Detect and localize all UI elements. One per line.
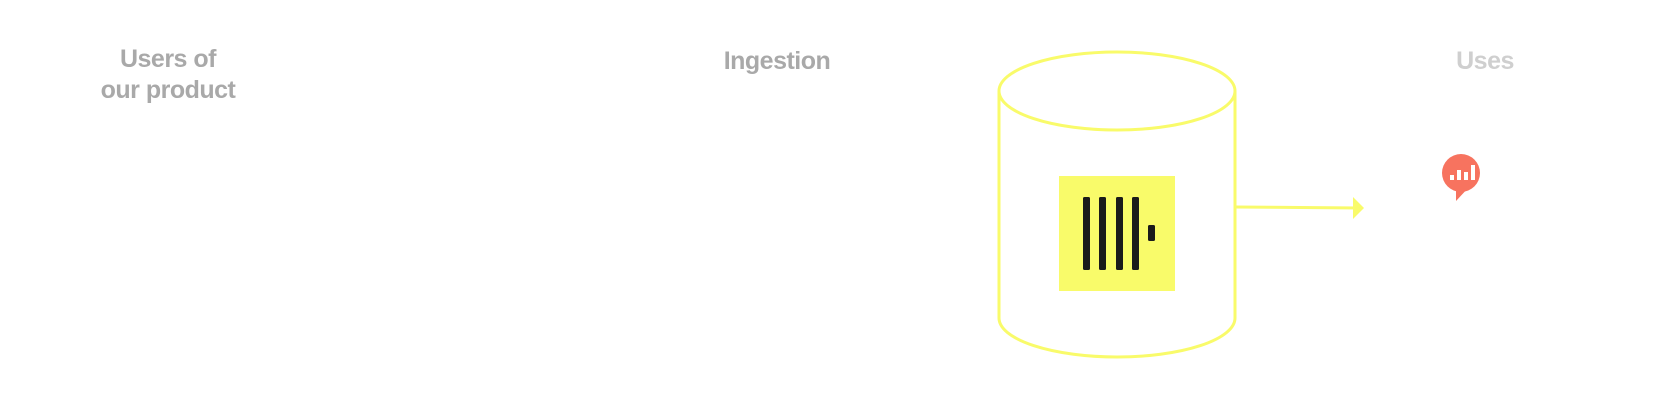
cylinder-database-icon (997, 50, 1237, 359)
users-of-product-heading: Users of our product (68, 44, 268, 106)
yellow-bars-logo-icon (1059, 176, 1175, 291)
users-heading-line2: our product (100, 76, 236, 104)
arrow-connector (1234, 197, 1364, 219)
red-chat-bar-chart-icon[interactable] (1442, 154, 1480, 201)
uses-heading: Uses (1456, 47, 1514, 75)
ingestion-heading: Ingestion (723, 47, 831, 75)
users-heading-line1: Users of (119, 45, 217, 73)
